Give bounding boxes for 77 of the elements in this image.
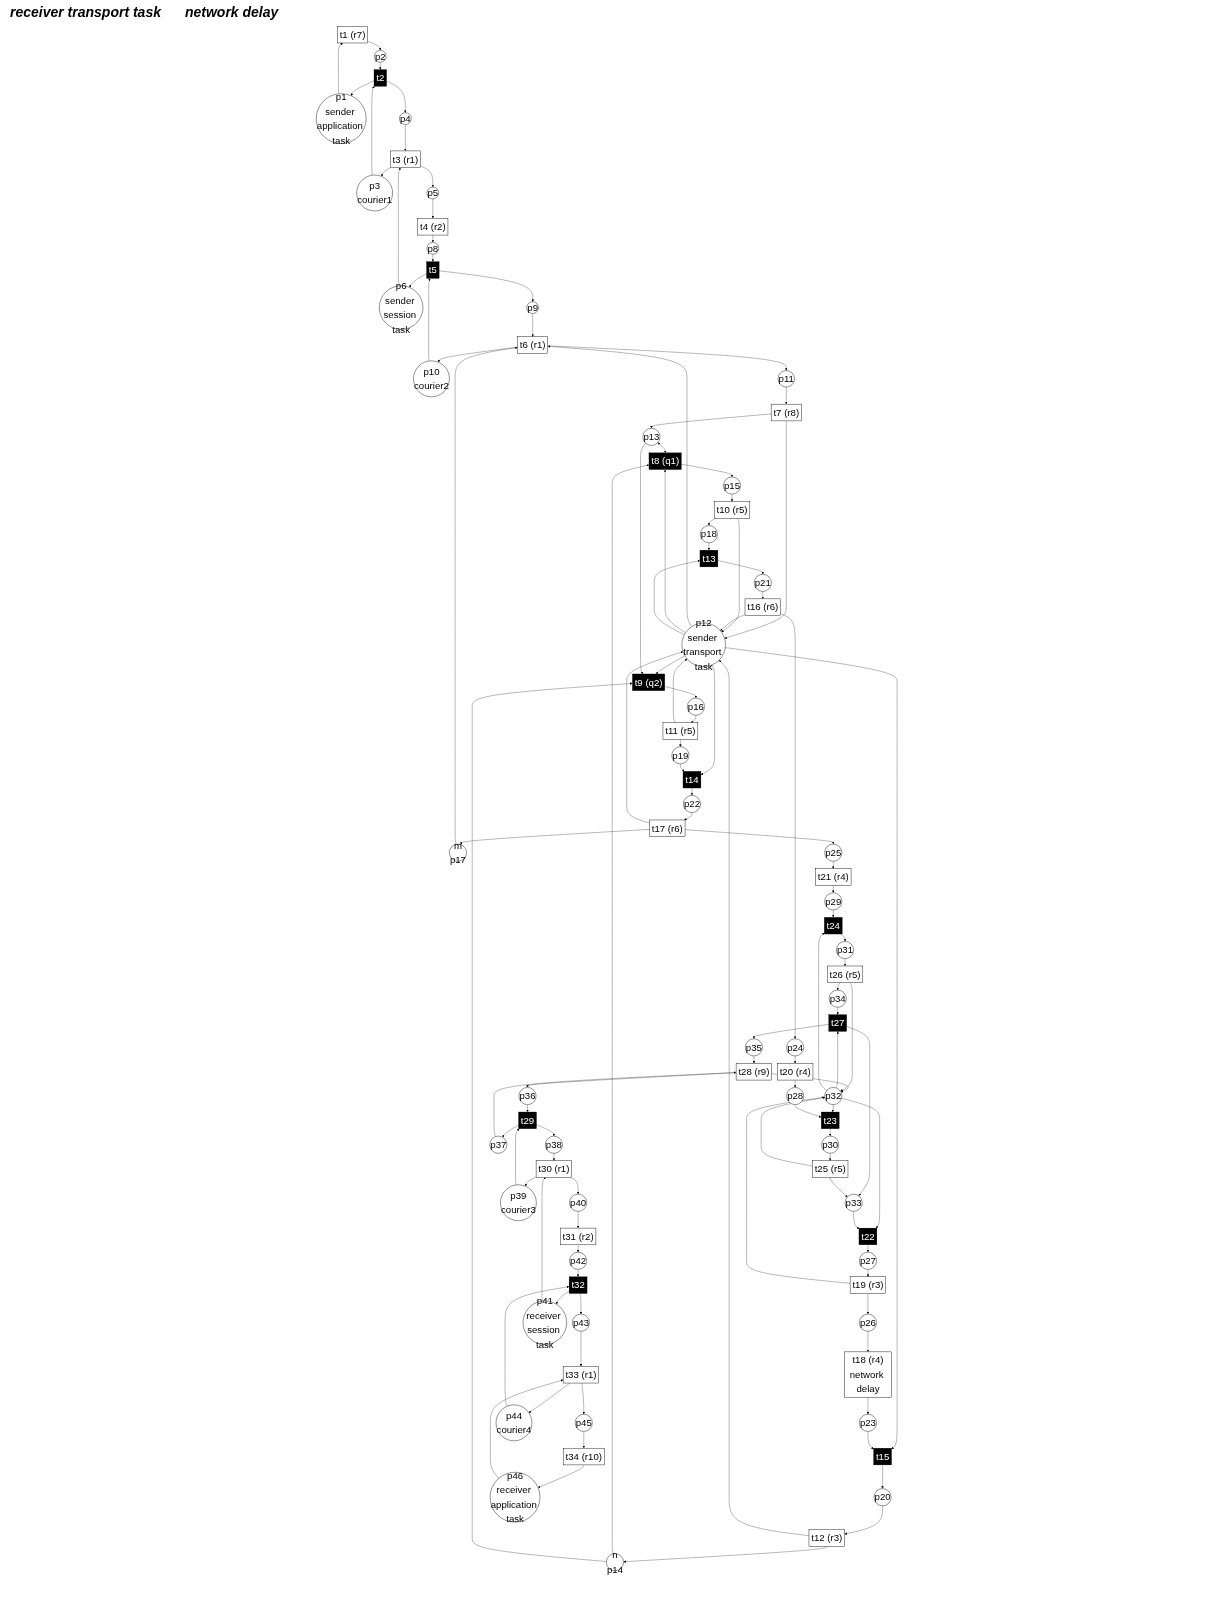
node-circle: p21 (753, 574, 772, 592)
node-box: t11 (r5) (662, 722, 698, 740)
node-circle: p43 (571, 1313, 590, 1332)
node-box: t32 (568, 1276, 587, 1294)
node-circle: p28 (786, 1087, 804, 1105)
node-box: t4 (r2) (417, 218, 448, 236)
node-circle: p1 sender application task (315, 93, 367, 144)
node-circle: p33 (844, 1193, 863, 1212)
node-circle: p27 (858, 1251, 877, 1270)
node-box: t1 (r7) (336, 26, 368, 44)
node-circle: p42 (569, 1251, 587, 1270)
node-circle: p39 courier3 (499, 1184, 537, 1221)
node-circle: p16 (686, 697, 705, 716)
node-circle: p18 (699, 525, 718, 544)
node-box: t9 (q2) (632, 673, 665, 691)
node-box: t30 (r1) (535, 1160, 572, 1178)
node-box: t15 (873, 1448, 892, 1466)
node-circle: p13 (642, 428, 661, 446)
node-box: t18 (r4) network delay (844, 1351, 892, 1398)
node-circle: p36 (518, 1087, 537, 1105)
node-box: t22 (858, 1227, 877, 1245)
node-circle: p38 (544, 1135, 563, 1154)
node-circle: p2 (373, 50, 387, 63)
node-box: t28 (r9) (735, 1063, 772, 1081)
node-circle: p8 (426, 242, 439, 255)
node-circle: p45 (574, 1414, 593, 1432)
node-box: t7 (r8) (770, 403, 802, 422)
node-label: p14 (606, 1563, 623, 1575)
node-circle: p9 (526, 301, 539, 314)
node-circle: p20 (873, 1488, 892, 1507)
node-circle: p3 courier1 (356, 174, 393, 212)
node-box: t33 (r1) (562, 1366, 599, 1384)
node-circle: p23 (858, 1414, 877, 1432)
node-circle: p46 receiver application task (489, 1472, 541, 1523)
node-box: t31 (r2) (559, 1227, 596, 1246)
node-box: t17 (r6) (649, 819, 686, 837)
node-box: t12 (r3) (808, 1529, 845, 1547)
node-box: t13 (699, 550, 718, 568)
node-circle: p5 (426, 186, 439, 200)
node-circle: p24 (786, 1038, 804, 1057)
node-circle: p30 (821, 1135, 839, 1154)
node-circle: p26 (858, 1313, 877, 1332)
node-circle: p44 courier4 (495, 1404, 532, 1442)
node-box: t6 (r1) (517, 336, 548, 354)
node-box: t29 (518, 1111, 537, 1129)
node-circle: p10 courier2 (413, 360, 450, 397)
node-circle: p31 (835, 941, 854, 959)
node-circle: p15 (723, 476, 741, 495)
node-circle: p35 (744, 1038, 763, 1057)
annotation-text: receiver transport task (10, 4, 161, 20)
node-circle: p25 (824, 843, 842, 862)
node-box: t34 (r10) (562, 1447, 605, 1466)
node-box: t5 (426, 261, 440, 279)
node-box: t14 (682, 771, 701, 789)
node-box: t26 (r5) (826, 965, 863, 983)
annotation-text: network delay (184, 4, 279, 20)
node-box: t16 (r6) (744, 598, 781, 616)
node-box: t8 (q1) (648, 452, 682, 470)
node-box: t21 (r4) (815, 868, 852, 886)
node-box: t3 (r1) (389, 150, 421, 168)
node-circle: p34 (828, 989, 847, 1008)
node-box: t25 (r5) (811, 1160, 848, 1178)
node-circle: p32 (824, 1087, 842, 1105)
node-circle: p37 (489, 1135, 507, 1154)
node-box: t19 (r3) (849, 1276, 886, 1294)
node-box: t20 (r4) (776, 1063, 813, 1081)
node-circle: p40 (569, 1193, 587, 1212)
node-circle: p29 (824, 892, 842, 911)
node-circle: p22 (682, 795, 701, 813)
node-box: t10 (r5) (713, 501, 750, 519)
node-box: t23 (820, 1111, 840, 1129)
node-box: t24 (823, 917, 843, 935)
node-circle: p4 (399, 112, 412, 125)
node-circle: p11 (777, 370, 795, 388)
node-circle: p19 (671, 746, 690, 765)
node-box: t27 (828, 1014, 847, 1032)
node-box: t2 (373, 69, 387, 87)
